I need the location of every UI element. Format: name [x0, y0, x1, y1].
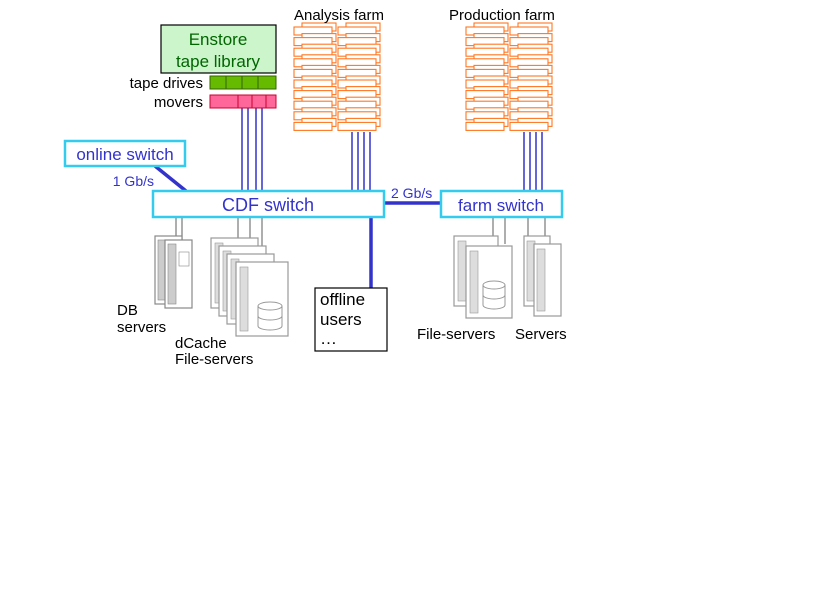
farm-node — [509, 121, 549, 131]
dcache-file-servers — [210, 237, 289, 337]
file-servers-label: File-servers — [417, 326, 495, 343]
db-servers-label-line2: servers — [117, 319, 166, 336]
offline-users-line1: offline — [320, 290, 365, 309]
dcache-label-line1: dCache — [175, 335, 227, 352]
server-tower-icon — [164, 239, 193, 309]
farm-node — [293, 121, 333, 131]
db-servers-label-line1: DB — [117, 302, 138, 319]
link-online-cdf — [153, 164, 188, 193]
servers-label: Servers — [515, 326, 567, 343]
farm-node — [465, 121, 505, 131]
link-1gbs-label: 1 Gb/s — [113, 173, 154, 189]
enstore-title-line1: Enstore — [189, 30, 248, 49]
tape-library-icon: Enstore tape library — [160, 24, 277, 74]
cdf-switch-label: CDF switch — [222, 195, 314, 215]
farm-servers — [523, 235, 562, 317]
movers-label: movers — [154, 94, 203, 111]
network-links — [153, 108, 543, 288]
enstore-title-line2: tape library — [176, 52, 261, 71]
production-farm-title: Production farm — [449, 7, 555, 24]
analysis-farm-title: Analysis farm — [294, 7, 384, 24]
online-switch-label: online switch — [76, 145, 173, 164]
server-tower-icon — [235, 261, 289, 337]
dcache-label-line2: File-servers — [175, 351, 253, 368]
production-farm-nodes — [465, 22, 553, 131]
offline-users-line3: … — [320, 329, 337, 348]
tape-drives-label: tape drives — [130, 75, 203, 92]
link-2gbs-label: 2 Gb/s — [391, 185, 432, 201]
farm-file-servers — [453, 235, 513, 319]
tape-drives — [209, 75, 277, 90]
online-switch: online switch — [63, 139, 187, 168]
disk-cylinder-icon — [257, 301, 283, 331]
db-servers — [154, 235, 193, 309]
offline-users-line2: users — [320, 310, 362, 329]
cdf-switch: CDF switch — [151, 189, 386, 219]
movers — [209, 94, 277, 109]
farm-node — [337, 121, 377, 131]
analysis-farm-nodes — [293, 22, 381, 131]
offline-users-box: offline users … — [314, 287, 388, 352]
farm-switch-label: farm switch — [458, 196, 544, 215]
farm-switch: farm switch — [439, 189, 564, 219]
server-tower-icon — [465, 245, 513, 319]
server-tower-icon — [533, 243, 562, 317]
disk-cylinder-icon — [482, 280, 506, 310]
